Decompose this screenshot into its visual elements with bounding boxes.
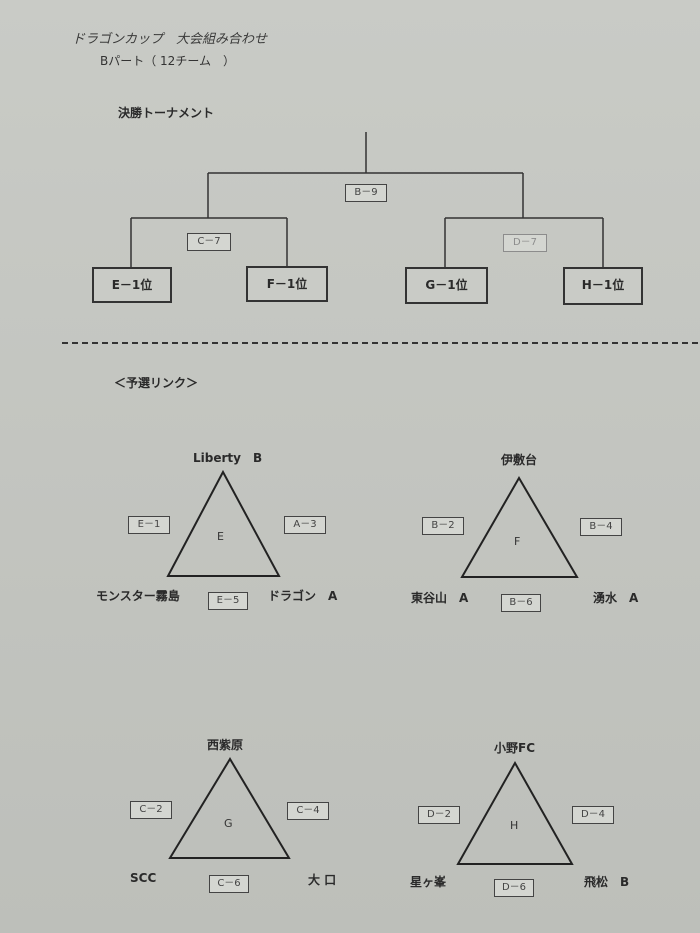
semifinal-right-box: D－7 bbox=[503, 234, 547, 252]
group-h-left-team: 星ヶ峯 bbox=[410, 875, 447, 889]
group-h-triangle bbox=[456, 760, 574, 865]
group-e-right-team: ドラゴン A bbox=[268, 589, 338, 603]
group-g-match-left: C－2 bbox=[130, 801, 172, 819]
document-subtitle: Bパート（ 12チーム ） bbox=[100, 54, 235, 68]
group-h-match-left: D－2 bbox=[418, 806, 460, 824]
group-g-right-team: 大 口 bbox=[308, 873, 337, 887]
group-e-match-right: A－3 bbox=[284, 516, 326, 534]
group-h-letter: H bbox=[510, 819, 519, 832]
group-f-match-left: B－2 bbox=[422, 517, 464, 535]
group-g-match-bottom: C－6 bbox=[209, 875, 249, 893]
group-g-letter: G bbox=[224, 817, 233, 830]
group-h-match-bottom: D－6 bbox=[494, 879, 534, 897]
group-f-match-bottom: B－6 bbox=[501, 594, 541, 612]
group-e-triangle bbox=[166, 469, 281, 577]
group-e-match-bottom: E－5 bbox=[208, 592, 248, 610]
group-e-letter: E bbox=[217, 530, 224, 543]
seed-f-winner: F－1位 bbox=[246, 266, 328, 302]
group-g-triangle bbox=[168, 757, 291, 859]
group-e-top-team: Liberty B bbox=[193, 451, 263, 465]
semifinal-left-box: C－7 bbox=[187, 233, 231, 251]
final-match-box: B－9 bbox=[345, 184, 387, 202]
section-divider bbox=[62, 342, 698, 344]
group-f-right-team: 湧水 A bbox=[593, 591, 639, 605]
group-g-match-right: C－4 bbox=[287, 802, 329, 820]
group-f-letter: F bbox=[514, 535, 521, 548]
group-f-top-team: 伊敷台 bbox=[501, 453, 538, 467]
seed-g-winner: G－1位 bbox=[405, 267, 488, 304]
group-f-left-team: 東谷山 A bbox=[411, 591, 469, 605]
group-e-match-left: E－1 bbox=[128, 516, 170, 534]
preliminary-label: ＜予選リンク＞ bbox=[114, 376, 199, 390]
group-h-match-right: D－4 bbox=[572, 806, 614, 824]
document-title: ドラゴンカップ 大会組み合わせ bbox=[72, 32, 268, 47]
group-f-triangle bbox=[460, 476, 579, 578]
group-f-match-right: B－4 bbox=[580, 518, 622, 536]
group-h-top-team: 小野FC bbox=[494, 741, 536, 755]
group-g-top-team: 西紫原 bbox=[207, 738, 244, 752]
final-tournament-label: 決勝トーナメント bbox=[118, 106, 215, 120]
group-h-right-team: 飛松 B bbox=[584, 875, 630, 889]
seed-e-winner: E－1位 bbox=[92, 267, 172, 303]
group-g-left-team: SCC bbox=[130, 871, 157, 885]
seed-h-winner: H－1位 bbox=[563, 267, 643, 305]
group-e-left-team: モンスター霧島 bbox=[96, 589, 180, 603]
